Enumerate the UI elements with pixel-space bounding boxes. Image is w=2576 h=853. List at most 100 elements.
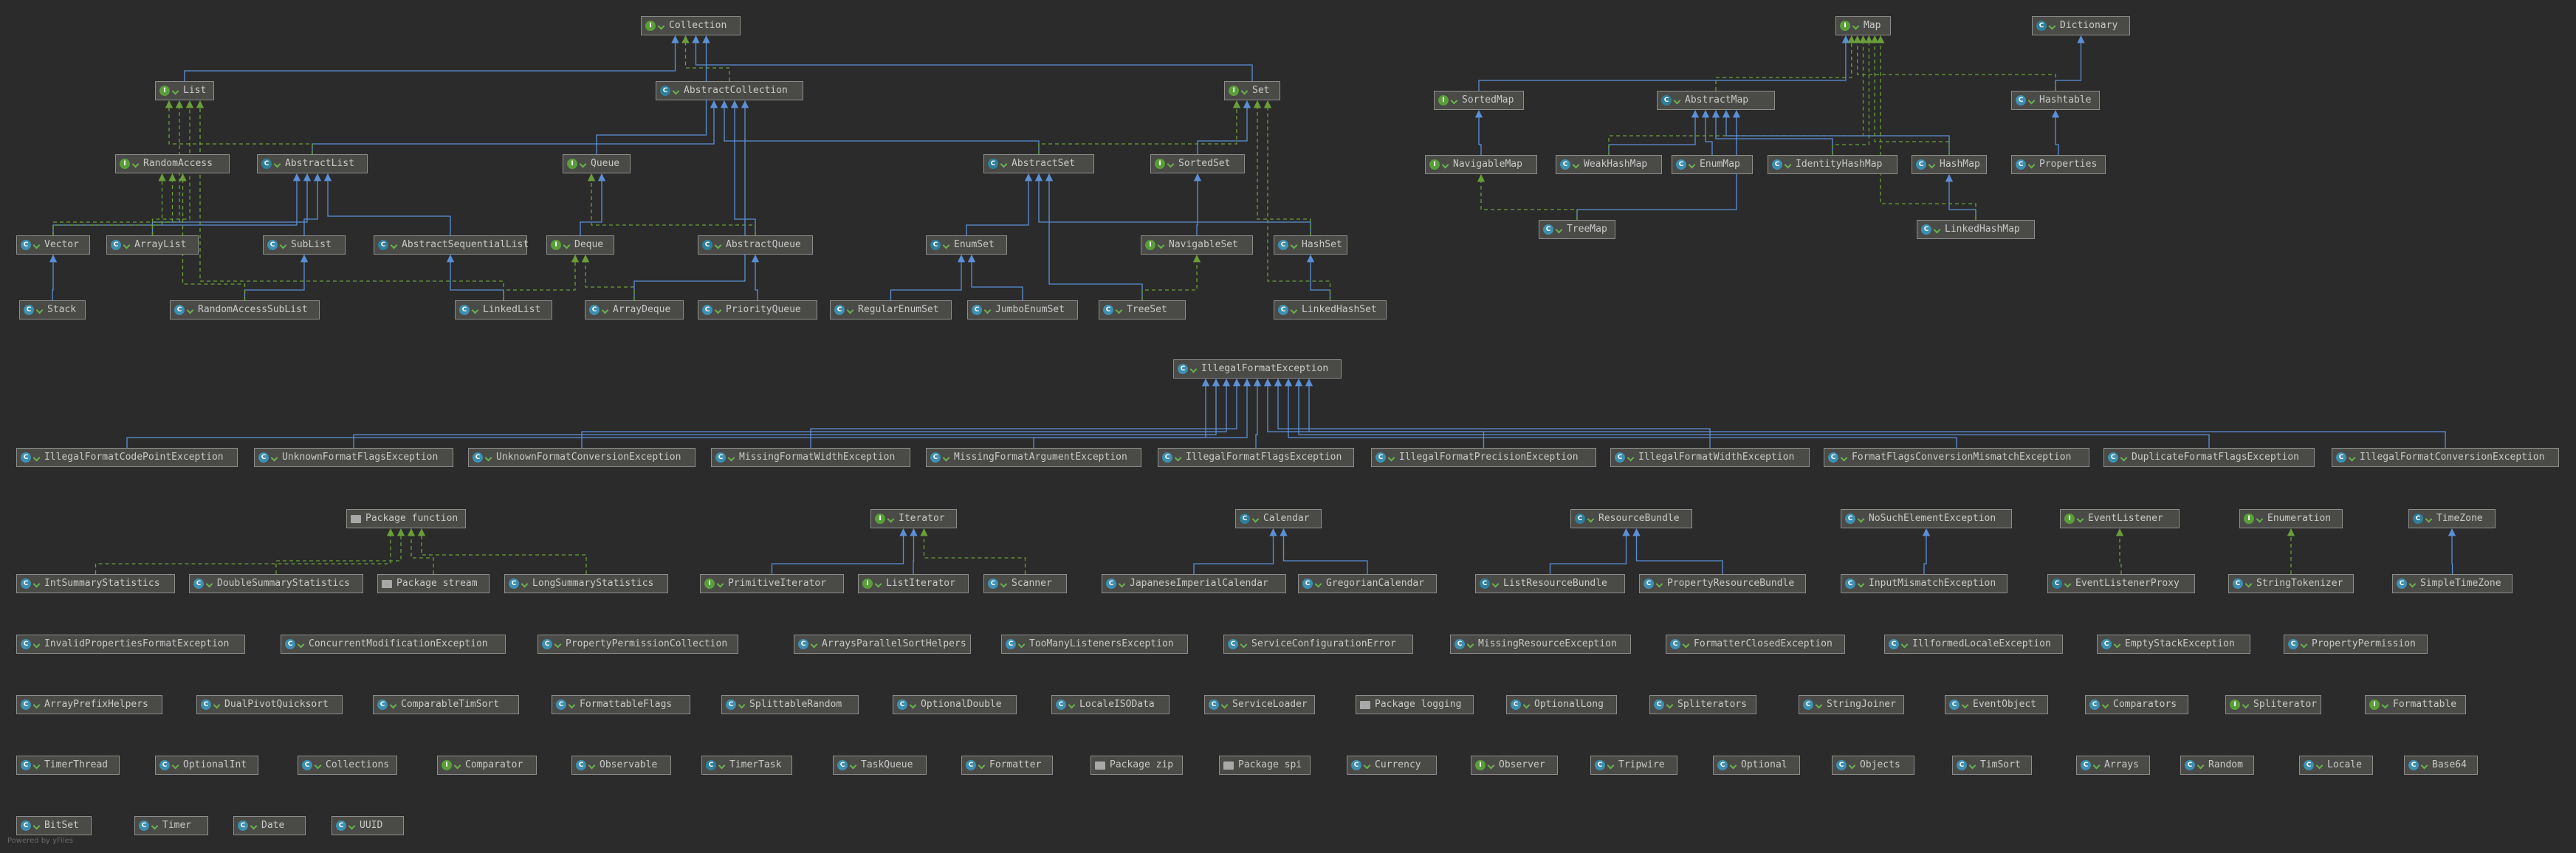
node-package-spi[interactable]: Package spi [1219,756,1311,775]
node-package-zip[interactable]: Package zip [1090,756,1183,775]
node-package-logging[interactable]: Package logging [1356,695,1474,714]
node-package-function[interactable]: Package function [346,509,466,528]
node-package-stream[interactable]: Package stream [377,574,490,593]
